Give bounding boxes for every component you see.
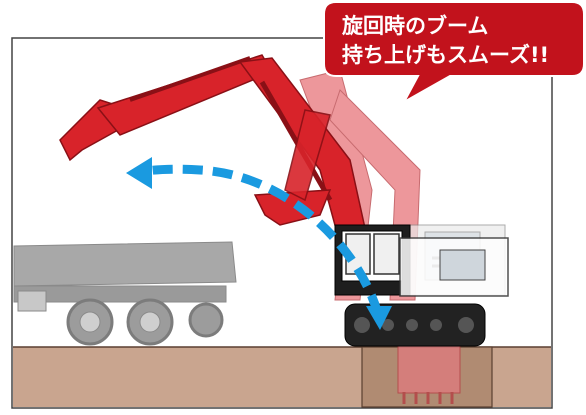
excavator-tracks xyxy=(344,303,486,347)
callout-line-1: 旋回時のブーム xyxy=(341,14,488,38)
excavator-cab xyxy=(334,224,509,297)
dump-truck-illustration xyxy=(13,241,237,346)
excavator-illustration xyxy=(59,54,373,263)
arrow-head-bottom xyxy=(366,306,392,330)
curved-arrow-icon xyxy=(139,164,383,316)
callout-line-2: 持ち上げもスムーズ!! xyxy=(342,43,549,67)
callout-bubble: 旋回時のブーム 持ち上げもスムーズ!! xyxy=(323,1,585,105)
arrow-head-left xyxy=(126,157,152,189)
